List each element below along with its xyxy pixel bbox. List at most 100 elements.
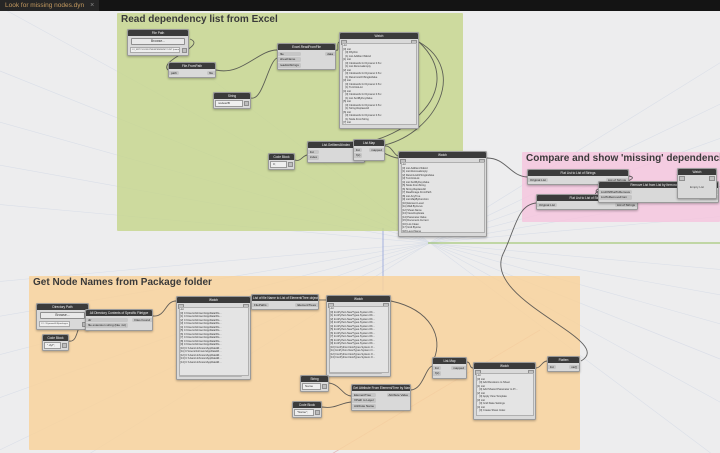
code-value[interactable]: ".dyf";: [44, 342, 61, 349]
close-icon[interactable]: ×: [90, 2, 95, 9]
node-list-of-file-names[interactable]: List of file Name to List of Element/Tre…: [251, 294, 319, 310]
node-file-path[interactable]: File Path Browse... C:\_MYTOOLS\DYN\DEPE…: [127, 29, 189, 56]
wire[interactable]: [335, 41, 340, 51]
horizontal-scrollbar[interactable]: [179, 374, 242, 377]
node-code-block[interactable]: Code Block ".dyf";: [42, 334, 69, 351]
node-title-bar[interactable]: Excel.ReadFromFile: [278, 44, 335, 50]
wire[interactable]: [410, 365, 433, 391]
wire[interactable]: [321, 401, 352, 408]
node-file-frompath[interactable]: File.FromPath path file: [168, 62, 216, 78]
code-value[interactable]: 0;: [270, 161, 287, 168]
node-title-bar[interactable]: Watch: [340, 33, 418, 39]
node-title-bar[interactable]: Flat List to List of Strings: [528, 170, 628, 176]
node-title-bar[interactable]: Flatten: [548, 357, 579, 363]
node-get-attribute-by-name[interactable]: Get Attribute From Element/Tree by Name …: [351, 384, 411, 412]
node-watch[interactable]: Watch List [0] IronPython.NewTypes.Syste…: [326, 295, 391, 377]
input-port[interactable]: Attribute Name: [352, 404, 377, 409]
input-port[interactable]: path: [169, 70, 179, 76]
node-title-bar[interactable]: Watch: [177, 297, 250, 303]
input-port[interactable]: ElementTree: [352, 392, 377, 398]
node-watch[interactable]: Watch List [0] List [0] Rhythm [1] List.…: [339, 32, 419, 129]
output-port[interactable]: [315, 409, 320, 415]
output-port[interactable]: [322, 383, 327, 389]
horizontal-scrollbar[interactable]: [329, 371, 382, 374]
input-port[interactable]: FilePaths: [252, 302, 269, 308]
input-port[interactable]: list: [354, 147, 363, 153]
tab-look-for-missing-nodes[interactable]: Look for missing nodes.dyn ×: [0, 0, 100, 11]
input-port[interactable]: list: [433, 365, 442, 371]
wire[interactable]: [486, 157, 528, 178]
wire[interactable]: [535, 360, 548, 369]
node-title-bar[interactable]: Code Block: [293, 402, 321, 408]
node-title-bar[interactable]: Directory Path: [37, 304, 88, 310]
string-value[interactable]: Name: [302, 383, 321, 390]
input-port[interactable]: dir: [86, 317, 128, 323]
node-title-bar[interactable]: All Directory Contents of Specific Filet…: [86, 310, 152, 316]
node-watch[interactable]: Watch List [0] List [0] Add Revisions to…: [473, 362, 536, 420]
node-title-bar[interactable]: Get Attribute From Element/Tree by Name: [352, 385, 410, 391]
input-port[interactable]: index: [308, 155, 320, 160]
node-directory-path[interactable]: Directory Path Browse... C:\...\Dynamo\0…: [36, 303, 89, 330]
node-watch[interactable]: Watch Empty List: [677, 168, 717, 199]
node-title-bar[interactable]: List.Map: [354, 140, 384, 146]
node-code-block[interactable]: Code Block "Name";: [292, 401, 322, 418]
input-port[interactable]: Original List: [528, 177, 548, 183]
output-port[interactable]: data: [325, 51, 335, 57]
wire[interactable]: [215, 49, 278, 72]
node-title-bar[interactable]: Flat List to List of Strings: [537, 195, 637, 201]
wire[interactable]: [466, 361, 474, 369]
output-port[interactable]: [709, 175, 715, 181]
wire[interactable]: [294, 154, 308, 161]
output-port[interactable]: [288, 161, 293, 167]
wire[interactable]: [384, 41, 444, 146]
input-port[interactable]: [679, 175, 685, 181]
directory-path-value[interactable]: C:\...\Dynamo\0.8\packages: [39, 320, 70, 327]
wire[interactable]: [384, 145, 399, 157]
browse-button[interactable]: Browse...: [40, 311, 85, 319]
output-port[interactable]: mapped: [369, 147, 384, 153]
node-excel-readfromfile[interactable]: Excel.ReadFromFile file sheetName readAs…: [277, 43, 336, 71]
input-port[interactable]: list: [308, 149, 320, 155]
node-title-bar[interactable]: List.GetItemAtIndex: [308, 142, 364, 148]
node-title-bar[interactable]: File Path: [128, 30, 188, 36]
input-port[interactable]: readAsStrings: [278, 63, 301, 68]
output-port[interactable]: file: [207, 70, 215, 76]
code-value[interactable]: "Name";: [294, 409, 314, 416]
input-port[interactable]: f(x): [354, 153, 363, 158]
node-title-bar[interactable]: Remove List from List by Item not Value: [599, 182, 718, 188]
node-title-bar[interactable]: File.FromPath: [169, 63, 215, 69]
node-title-bar[interactable]: String: [214, 93, 250, 99]
node-string[interactable]: String nodes2B: [213, 92, 251, 109]
output-port[interactable]: [182, 47, 187, 53]
output-port[interactable]: Files Found: [132, 317, 152, 323]
node-title-bar[interactable]: Code Block: [269, 154, 294, 160]
output-port[interactable]: List of Strings: [605, 177, 628, 183]
input-port[interactable]: Original List: [537, 202, 557, 208]
output-port[interactable]: Attribute Value: [386, 392, 410, 398]
node-title-bar[interactable]: Code Block: [43, 335, 68, 341]
wire[interactable]: [250, 57, 278, 99]
node-all-directory-contents[interactable]: All Directory Contents of Specific Filet…: [85, 309, 153, 331]
input-port[interactable]: sheetName: [278, 57, 301, 62]
input-port[interactable]: file: [278, 51, 301, 57]
wire[interactable]: [328, 382, 352, 397]
node-title-bar[interactable]: String: [301, 376, 328, 382]
output-port[interactable]: ElementTrees: [295, 302, 318, 308]
node-list-map[interactable]: List.Map list f(x) mapped: [353, 139, 385, 161]
browse-button[interactable]: Browse...: [131, 37, 185, 45]
input-port[interactable]: ListOfWhatToRemove: [599, 189, 633, 195]
node-watch[interactable]: Watch List [0] C:\Users\Johnson\AppData\…: [176, 296, 251, 380]
node-title-bar[interactable]: Watch: [327, 296, 390, 302]
string-value[interactable]: nodes2B: [215, 100, 243, 107]
node-title-bar[interactable]: List of file Name to List of Element/Tre…: [252, 295, 318, 301]
input-port[interactable]: f(x): [433, 371, 442, 376]
output-port[interactable]: var[]: [569, 364, 579, 370]
output-port[interactable]: [62, 342, 67, 348]
wire[interactable]: [500, 202, 588, 362]
node-title-bar[interactable]: Watch: [474, 363, 535, 369]
input-port[interactable]: list: [548, 364, 556, 370]
output-port[interactable]: List of Strings: [614, 202, 637, 208]
wire[interactable]: [152, 300, 177, 317]
input-port[interactable]: file extension string (like .txt): [86, 323, 128, 328]
